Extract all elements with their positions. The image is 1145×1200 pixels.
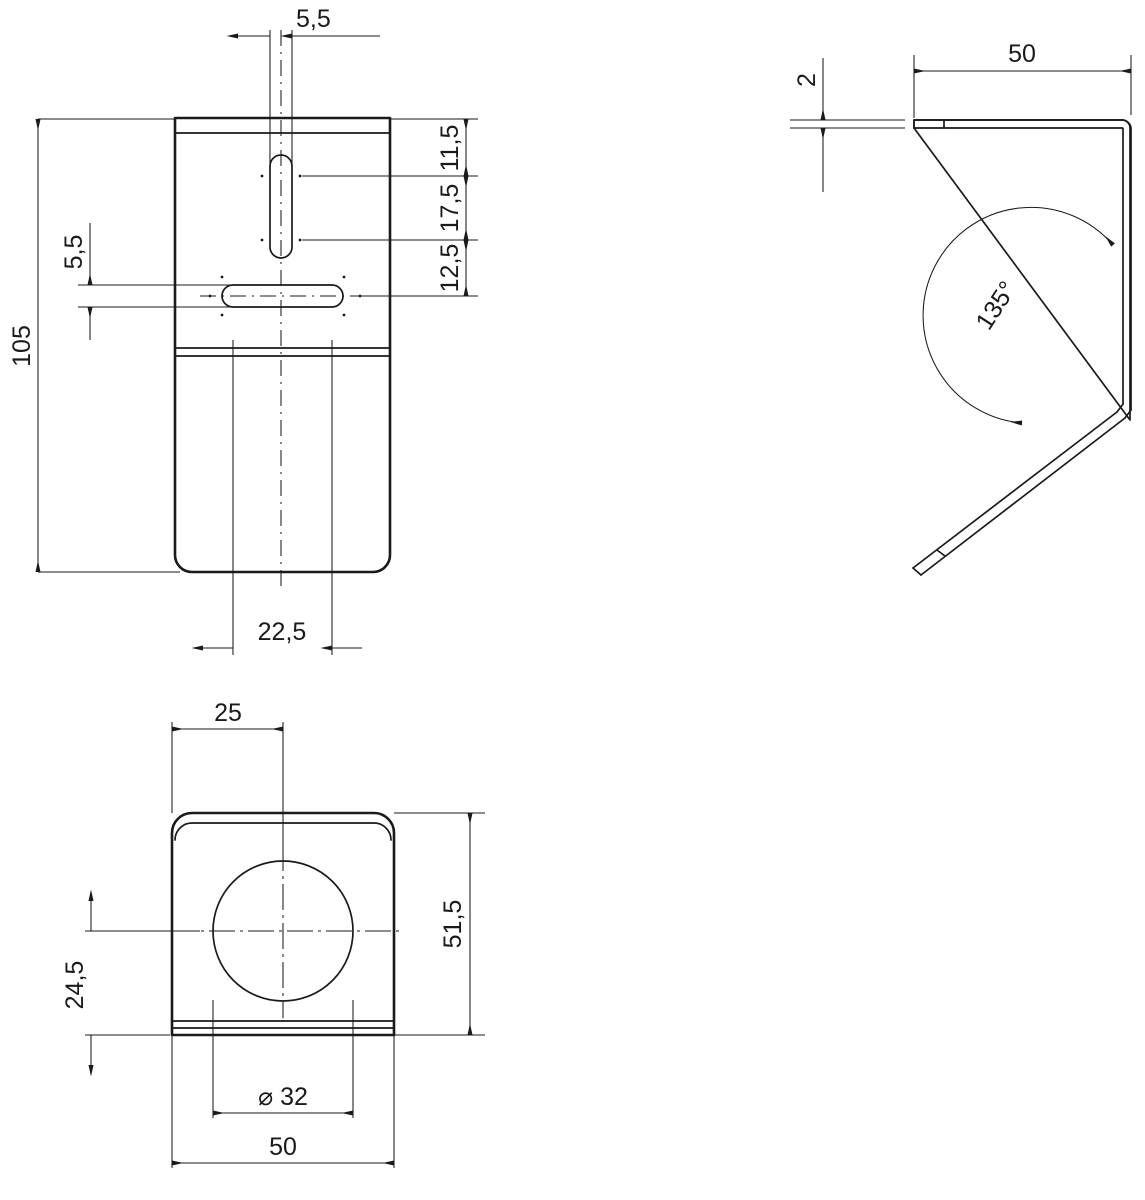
- dim-bottom-overall-depth: 51,5: [439, 813, 473, 1035]
- front-mark-dot: [342, 275, 346, 279]
- side-diagonal-outer: [920, 417, 1126, 576]
- bottom-view: 25 51,5 24,5 ⌀ 32 50: [61, 699, 485, 1168]
- side-view: 2 50 135°: [790, 40, 1132, 576]
- side-diagonal-bend-tick: [936, 549, 946, 557]
- dim-front-slot-height-left: 5,5: [60, 223, 233, 340]
- dim-side-flange-length: 50: [913, 40, 1132, 118]
- dim-label-bend-angle: 135°: [970, 276, 1022, 335]
- dim-front-overall-height: 105: [8, 118, 180, 573]
- dim-side-thickness: 2: [793, 58, 826, 192]
- front-horizontal-slot: [221, 284, 344, 308]
- dim-label-hole-diameter: ⌀ 32: [258, 1083, 308, 1111]
- dim-label-slot-length-vertical: 17,5: [436, 184, 464, 233]
- side-lower-bend-outer: [1124, 409, 1132, 419]
- dim-front-slot-width-top: 5,5: [226, 5, 380, 39]
- side-lower-bend-inner: [1116, 403, 1124, 413]
- front-mark-dot: [208, 294, 212, 298]
- dim-label-flange-length: 50: [1008, 40, 1036, 68]
- dim-label-slot-length-horizontal: 22,5: [258, 618, 307, 646]
- front-mark-dot: [220, 313, 224, 317]
- dim-label-overall-height: 105: [8, 325, 36, 367]
- dim-label-hole-from-bottom: 24,5: [61, 961, 89, 1010]
- dim-label-overall-depth: 51,5: [439, 900, 467, 949]
- side-diagonal-end-cap: [912, 567, 922, 576]
- front-view-outline: [173, 116, 392, 574]
- dim-bottom-overall-width: 50: [172, 1133, 394, 1166]
- front-mark-dot: [260, 174, 264, 178]
- front-mark-dot: [220, 275, 224, 279]
- dim-bottom-hole-diameter: ⌀ 32: [213, 1083, 353, 1116]
- dim-bottom-hole-from-bottom: 24,5: [61, 889, 94, 1077]
- front-mark-dot: [260, 238, 264, 242]
- front-mark-dot: [298, 238, 302, 242]
- dim-label-overall-width: 50: [269, 1133, 297, 1161]
- dim-side-bend-angle: 135°: [922, 206, 1115, 426]
- front-mark-dot: [298, 174, 302, 178]
- dim-label-edge-to-slot-top: 11,5: [436, 125, 464, 172]
- dim-label-thickness: 2: [793, 73, 821, 87]
- dim-bottom-hole-from-left: 25: [172, 699, 283, 732]
- dim-label-slot-height-left: 5,5: [60, 235, 88, 270]
- side-profile-helper: [913, 119, 1131, 421]
- front-mark-dot: [342, 313, 346, 317]
- side-diagonal-inner: [912, 411, 1118, 569]
- dim-label-slot-to-slot: 12,5: [436, 244, 464, 293]
- front-vertical-slot: [269, 154, 293, 259]
- bottom-view-outline: [170, 811, 396, 1037]
- dim-front-slot-length-horizontal: 22,5: [191, 618, 362, 651]
- dim-label-slot-width-top: 5,5: [296, 5, 331, 33]
- dim-label-hole-from-left: 25: [214, 699, 242, 727]
- front-view: 5,5 105 5,5 11,5: [8, 5, 478, 655]
- dim-front-vertical-stack: 11,5 17,5 12,5: [302, 118, 478, 297]
